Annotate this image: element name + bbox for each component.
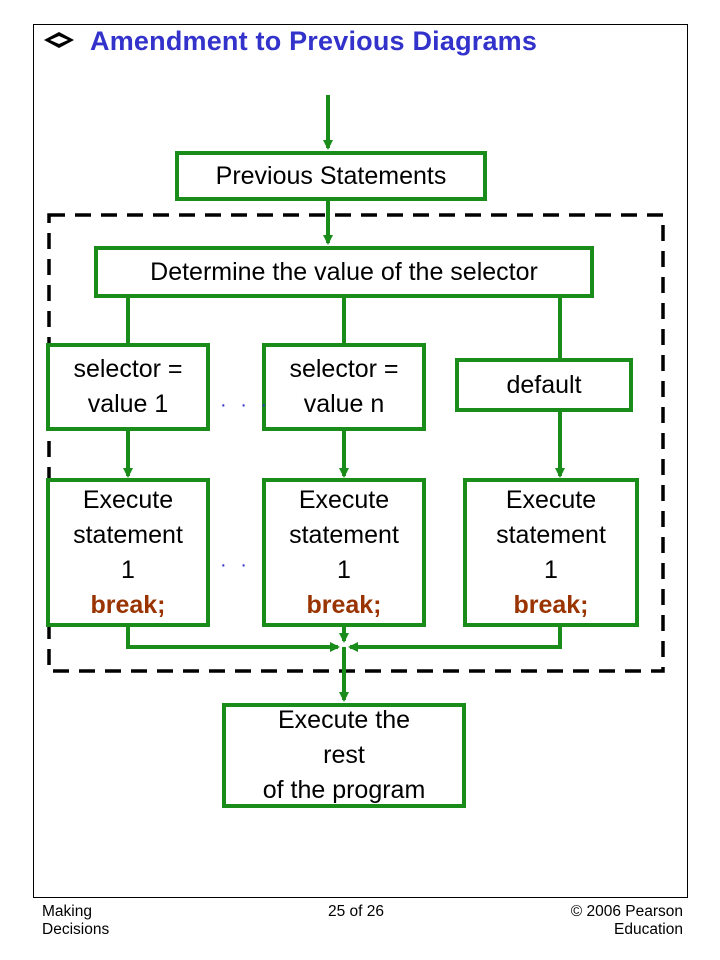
break-keyword: break; (306, 590, 382, 619)
execute-statement-n-box: Execute statement 1 break; (262, 478, 426, 627)
execute-rest-line1: Execute the (277, 706, 411, 734)
previous-statements-box: Previous Statements (175, 151, 487, 201)
execute-line2: statement (496, 520, 606, 549)
switch-region-dashed-border (47, 213, 665, 673)
footer-left-line1: Making (42, 903, 92, 920)
case-value-n-line1: selector = (289, 355, 399, 383)
execute-rest-box: Execute the rest of the program (222, 703, 466, 808)
ellipsis-cases: · · · (220, 394, 272, 416)
footer-right-line1: © 2006 Pearson (570, 903, 683, 920)
execute-line2: statement (289, 520, 399, 549)
execute-rest-line3: of the program (262, 776, 426, 804)
slide-title: Amendment to Previous Diagrams (90, 26, 538, 56)
execute-line3: 1 (544, 555, 558, 584)
page-number: 25 of 26 (328, 903, 385, 920)
ellipsis-executes: · · · (220, 554, 272, 576)
execute-line3: 1 (337, 555, 351, 584)
previous-statements-label: Previous Statements (215, 161, 447, 190)
execute-line1: Execute (505, 485, 597, 514)
footer-right-line2: Education (614, 921, 683, 938)
break-keyword: break; (90, 590, 166, 619)
execute-line2: statement (73, 520, 183, 549)
footer-left-line2: Decisions (42, 921, 110, 938)
case-value-1-line2: value 1 (87, 390, 169, 418)
execute-rest-line2: rest (323, 741, 365, 769)
case-value-n-line2: value n (303, 390, 385, 418)
default-case-label: default (506, 370, 582, 399)
break-keyword: break; (513, 590, 589, 619)
execute-statement-default-box: Execute statement 1 break; (463, 478, 639, 627)
default-case-box: default (455, 358, 633, 412)
case-value-1-line1: selector = (73, 355, 183, 383)
footer-left: Making Decisions (42, 903, 109, 939)
diamond-logo-icon (44, 32, 74, 48)
case-value-1-box: selector = value 1 (46, 343, 210, 431)
execute-line1: Execute (82, 485, 174, 514)
determine-selector-label: Determine the value of the selector (150, 257, 538, 286)
execute-line3: 1 (121, 555, 135, 584)
execute-statement-1-box: Execute statement 1 break; (46, 478, 210, 627)
footer-right: © 2006 Pearson Education (571, 903, 683, 939)
execute-line1: Execute (298, 485, 390, 514)
determine-selector-box: Determine the value of the selector (94, 246, 594, 298)
slide-frame (33, 24, 688, 898)
case-value-n-box: selector = value n (262, 343, 426, 431)
